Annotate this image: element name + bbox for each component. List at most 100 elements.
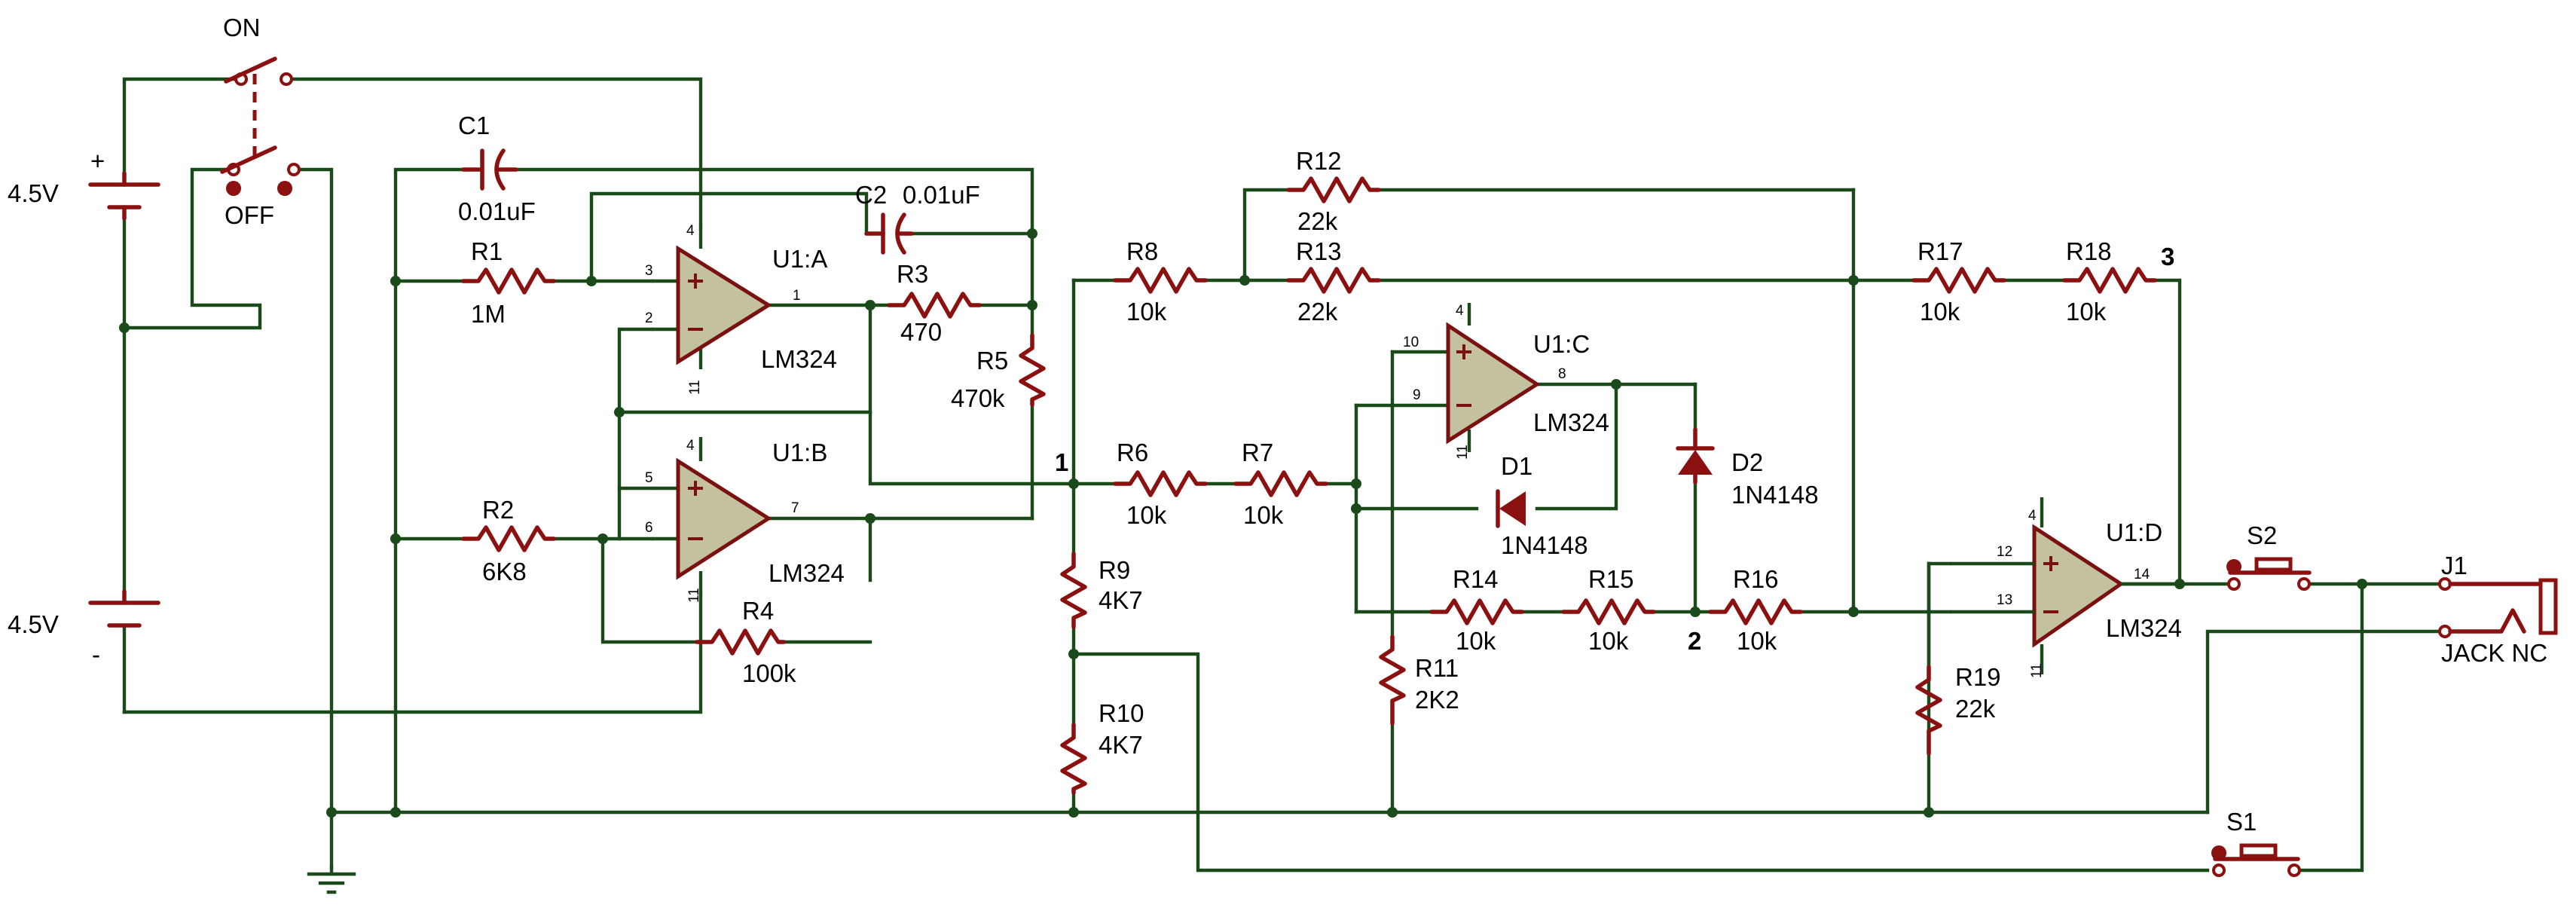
battery-top-plus: +	[90, 147, 105, 175]
c1-ref: C1	[458, 112, 490, 139]
u1d-pin-plus: 12	[1997, 544, 2012, 560]
r11-value: 2K2	[1415, 686, 1459, 714]
u1c-pin-out: 8	[1558, 366, 1566, 382]
resistor-r19: R19 22k	[1915, 663, 2001, 756]
node-labels: 1 2 3	[1055, 243, 2174, 655]
u1d-part: LM324	[2106, 614, 2182, 642]
capacitor-c1: C1 0.01uF	[458, 112, 536, 225]
u1a-pin-minus: 2	[645, 310, 653, 326]
r7-ref: R7	[1242, 439, 1273, 466]
resistor-r18: R18 10k	[2062, 237, 2157, 326]
u1b-pin-plus: 5	[645, 470, 653, 486]
d2-ref: D2	[1731, 448, 1763, 476]
r10-ref: R10	[1099, 699, 1144, 727]
r4-ref: R4	[742, 597, 774, 625]
r5-value: 470k	[951, 384, 1005, 412]
r13-value: 22k	[1297, 298, 1338, 326]
r5-ref: R5	[976, 347, 1008, 374]
r8-ref: R8	[1126, 237, 1158, 265]
u1c-part: LM324	[1533, 408, 1609, 436]
u1d-pin-vcc: 4	[2028, 508, 2037, 524]
battery-bottom: 4.5V -	[8, 589, 160, 668]
battery-bottom-voltage: 4.5V	[8, 610, 59, 638]
resistor-r13: R13 22k	[1286, 237, 1381, 326]
r8-value: 10k	[1126, 298, 1167, 326]
r15-ref: R15	[1588, 565, 1634, 593]
r17-value: 10k	[1920, 298, 1960, 326]
opamp-u1c: 4 10 9 8 11 U1:C LM324	[1403, 303, 1609, 460]
r15-value: 10k	[1588, 627, 1629, 655]
r19-value: 22k	[1955, 695, 1996, 723]
r1-ref: R1	[471, 237, 503, 265]
r18-value: 10k	[2066, 298, 2107, 326]
r1-value: 1M	[471, 300, 506, 328]
r18-ref: R18	[2066, 237, 2112, 265]
resistor-r9: R9 4K7	[1060, 552, 1143, 629]
r3-value: 470	[900, 318, 942, 346]
r16-value: 10k	[1737, 627, 1777, 655]
r2-value: 6K8	[482, 558, 527, 585]
r11-ref: R11	[1415, 654, 1459, 682]
resistor-r14: R14 10k	[1429, 565, 1524, 655]
c2-ref: C2	[855, 181, 887, 209]
d2-part: 1N4148	[1731, 481, 1819, 509]
u1d-pin-minus: 13	[1997, 592, 2012, 608]
resistor-r15: R15 10k	[1561, 565, 1656, 655]
r10-value: 4K7	[1099, 731, 1143, 759]
resistor-r8: R8 10k	[1113, 237, 1208, 326]
u1c-ref: U1:C	[1533, 330, 1590, 358]
resistor-r4: R4 100k	[695, 597, 796, 687]
battery-top-voltage: 4.5V	[8, 179, 59, 207]
c2-value: 0.01uF	[903, 181, 980, 209]
r4-value: 100k	[742, 659, 796, 687]
r2-ref: R2	[482, 496, 514, 524]
resistor-r16: R16 10k	[1708, 565, 1803, 655]
u1d-pin-out: 14	[2134, 567, 2150, 582]
node-3-label: 3	[2161, 243, 2174, 271]
switch-off-label: OFF	[225, 201, 274, 229]
d1-part: 1N4148	[1501, 531, 1588, 559]
r17-ref: R17	[1917, 237, 1963, 265]
r14-value: 10k	[1456, 627, 1496, 655]
node-2-label: 2	[1688, 627, 1701, 655]
resistor-r6: R6 10k	[1113, 439, 1208, 529]
r12-value: 22k	[1297, 207, 1338, 235]
u1d-ref: U1:D	[2106, 518, 2162, 546]
resistor-r5: R5 470k	[951, 333, 1046, 412]
capacitor-c2: C2 0.01uF	[855, 181, 980, 255]
r12-ref: R12	[1296, 147, 1342, 175]
r19-ref: R19	[1955, 663, 2001, 691]
diode-d1: D1 1N4148	[1496, 452, 1588, 559]
r16-ref: R16	[1733, 565, 1779, 593]
u1c-pin-minus: 9	[1413, 387, 1421, 403]
d1-ref: D1	[1501, 452, 1532, 480]
r9-ref: R9	[1099, 556, 1130, 584]
resistor-r7: R7 10k	[1233, 439, 1328, 529]
u1c-pin-plus: 10	[1403, 335, 1419, 350]
resistor-r12: R12 22k	[1286, 147, 1381, 235]
pushbutton-s1: S1	[2211, 808, 2301, 877]
resistor-r10: R10 4K7	[1060, 699, 1144, 795]
resistor-r3: R3 470	[887, 260, 982, 346]
r6-value: 10k	[1126, 501, 1167, 529]
r14-ref: R14	[1453, 565, 1499, 593]
u1c-pin-vcc: 4	[1456, 303, 1464, 319]
diode-d2: D2 1N4148	[1676, 427, 1819, 509]
u1b-pin-minus: 6	[645, 520, 653, 536]
opamp-u1a: 4 3 2 1 11 U1:A LM324	[645, 223, 837, 395]
r3-ref: R3	[897, 260, 928, 288]
resistor-r17: R17 10k	[1911, 237, 2006, 326]
wires	[122, 77, 2447, 876]
opamp-u1b: 4 5 6 7 11 U1:B LM324	[645, 437, 845, 603]
u1a-pin-plus: 3	[645, 263, 653, 279]
s1-ref: S1	[2226, 808, 2257, 836]
u1a-pin-vcc: 4	[686, 223, 695, 239]
u1b-ref: U1:B	[772, 439, 827, 466]
ground-symbol	[307, 872, 356, 894]
r6-ref: R6	[1117, 439, 1148, 466]
resistor-r2: R2 6K8	[461, 496, 556, 585]
c1-value: 0.01uF	[458, 197, 536, 225]
u1a-pin-gnd: 11	[687, 380, 703, 395]
power-switch: ON OFF	[220, 14, 301, 229]
